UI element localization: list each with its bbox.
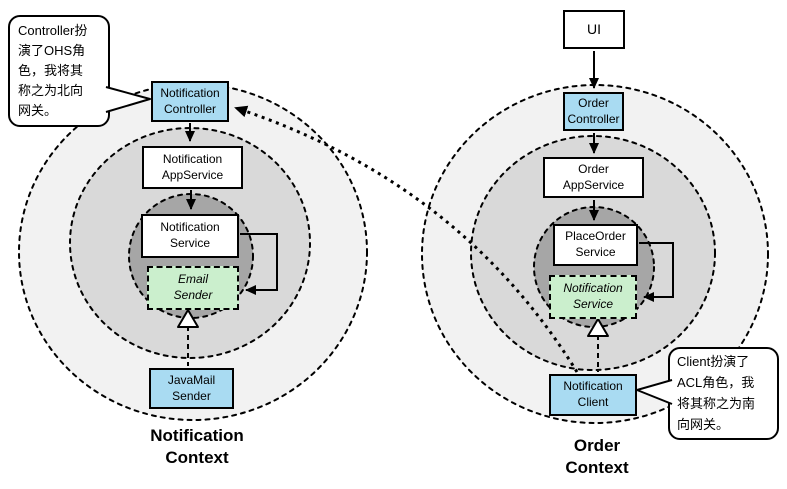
notification-appservice-node: Notification AppService xyxy=(142,146,243,189)
notification-service-node: Notification Service xyxy=(141,214,239,258)
acl-callout-pointer xyxy=(636,379,673,405)
notification-controller-node: Notification Controller xyxy=(151,81,229,122)
notification-context-title: Notification Context xyxy=(150,426,244,467)
email-sender-interface-node: Email Sender xyxy=(147,266,239,310)
placeorder-service-node: PlaceOrder Service xyxy=(553,224,638,266)
placeorder-to-notificationservice-loop-arrow xyxy=(639,242,674,302)
service-to-emailsender-loop-arrow xyxy=(240,233,278,295)
javamail-realization-triangle xyxy=(177,309,199,328)
order-context-title: Order Context xyxy=(565,436,629,477)
notification-service-interface-node: Notification Service xyxy=(549,275,637,319)
ohs-callout-pointer xyxy=(105,86,151,113)
ui-node: UI xyxy=(563,10,625,49)
javamail-sender-node: JavaMail Sender xyxy=(149,368,234,409)
acl-callout: Client扮演了 ACL角色，我 将其称之为南 向网关。 xyxy=(668,347,779,440)
order-appservice-node: Order AppService xyxy=(543,157,644,198)
ohs-callout: Controller扮 演了OHS角 色，我将其 称之为北向 网关。 xyxy=(8,15,110,127)
cross-context-dotted-arrow xyxy=(234,105,579,373)
client-realization-triangle xyxy=(587,318,609,337)
notification-client-node: Notification Client xyxy=(549,374,637,416)
order-controller-node: Order Controller xyxy=(563,92,624,131)
